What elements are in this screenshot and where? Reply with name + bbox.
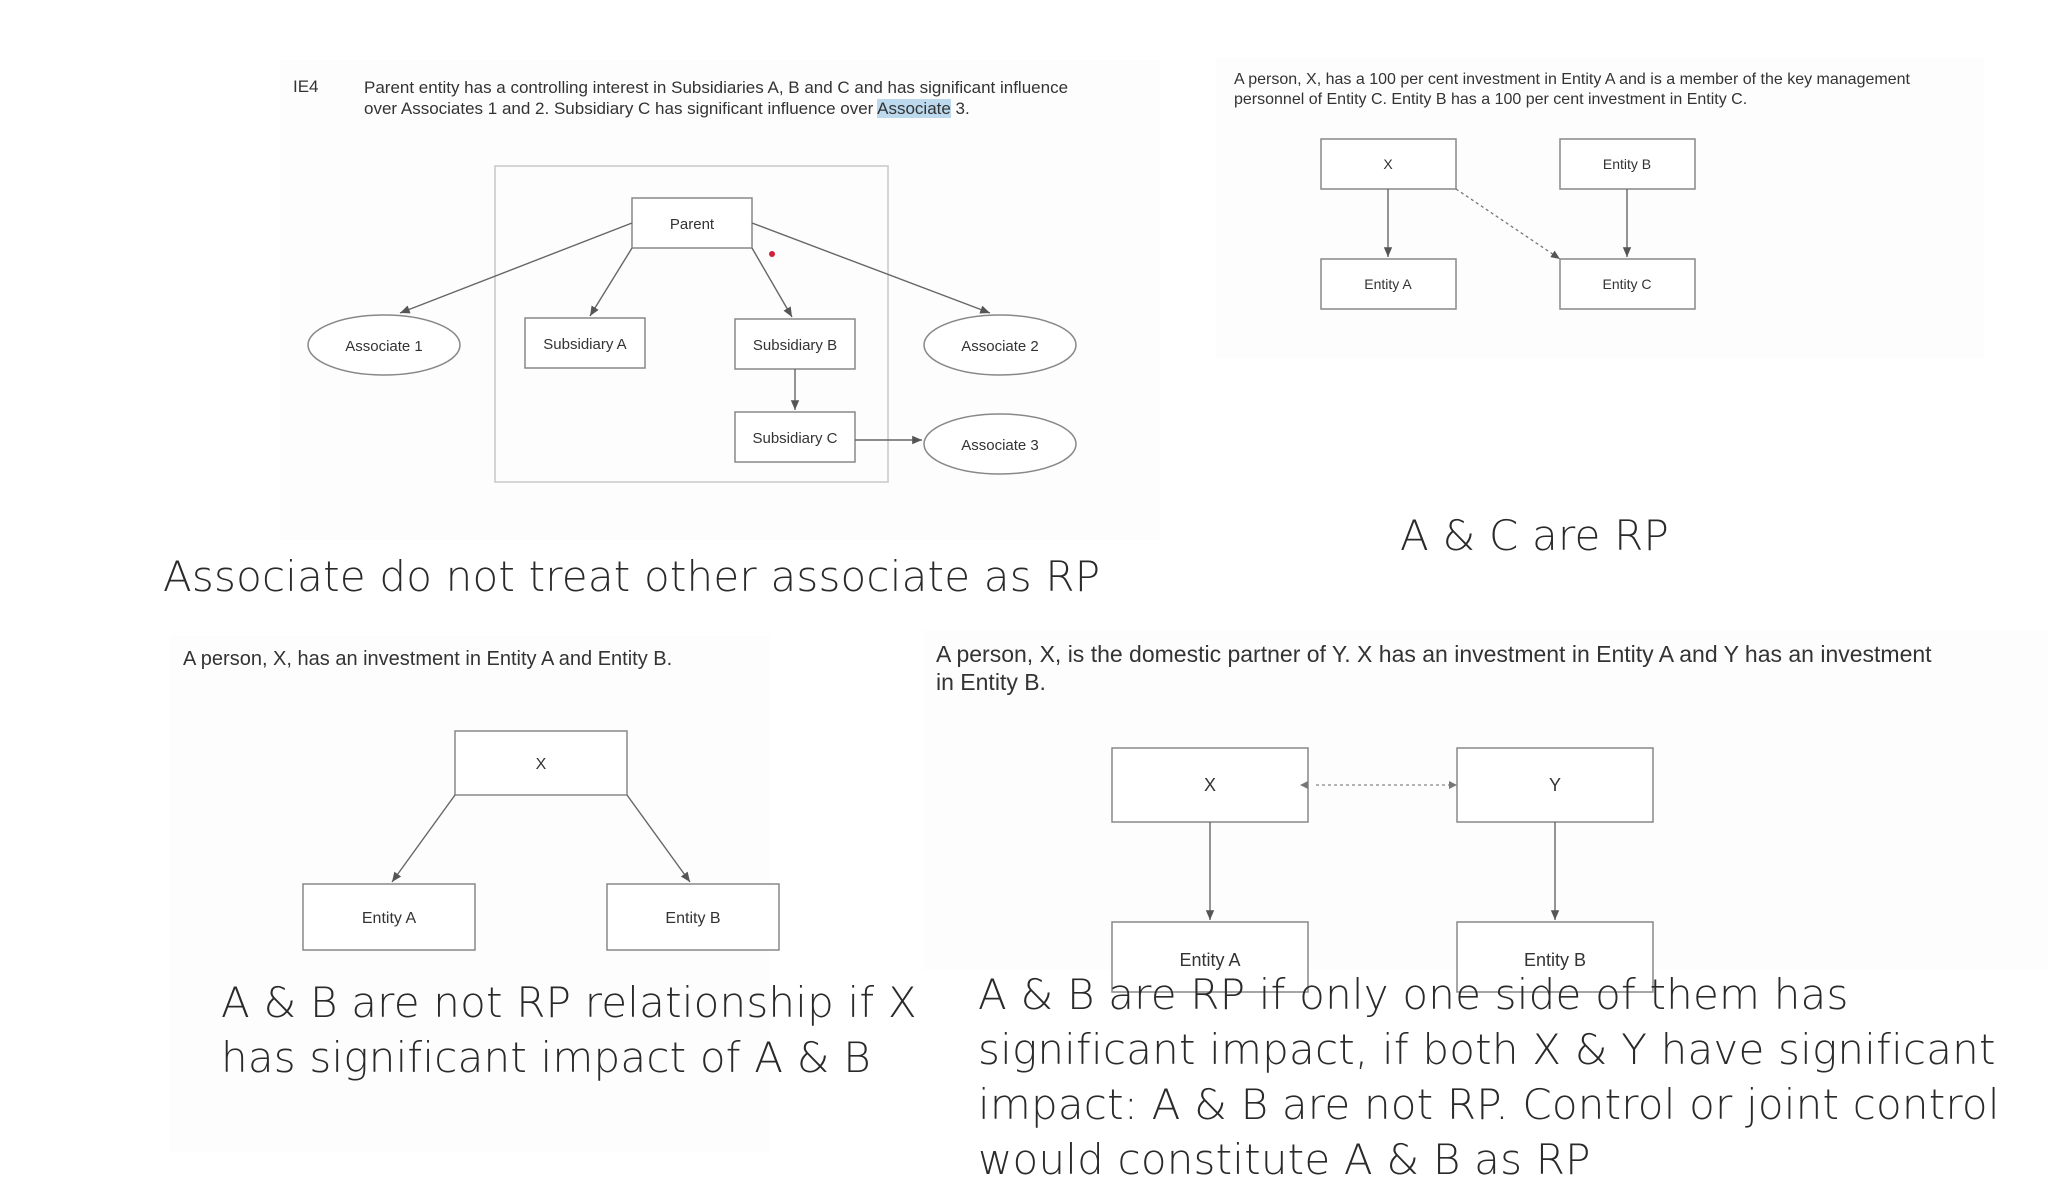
dp-caption-line1: A person, X, is the domestic partner of … (936, 641, 1932, 667)
inv-arrow-x-to-a (391, 794, 456, 883)
subsidiary-b-node: Subsidiary B (734, 318, 856, 370)
associate-2-node: Associate 2 (923, 314, 1077, 376)
km-caption-line1: A person, X, has a 100 per cent investme… (1234, 71, 1910, 88)
km-caption-line2: personnel of Entity C. Entity B has a 10… (1234, 91, 1748, 108)
dp-entity-b-label: Entity B (1524, 950, 1586, 970)
ie4-caption-line2: over Associates 1 and 2. Subsidiary C ha… (364, 99, 970, 118)
dp-y-label: Y (1549, 775, 1561, 795)
km-entity-b-node: Entity B (1559, 138, 1696, 190)
ie4-note: Associate do not treat other associate a… (163, 552, 1101, 601)
inv-entity-b-label: Entity B (665, 910, 720, 927)
km-entity-a-node: Entity A (1320, 258, 1457, 310)
red-marker-dot (769, 251, 775, 257)
dp-note-line1: A & B are RP if only one side of them ha… (978, 970, 1849, 1019)
km-caption: A person, X, has a 100 per cent investme… (1234, 70, 1910, 110)
associate-3-node: Associate 3 (923, 413, 1077, 475)
inv-caption: A person, X, has an investment in Entity… (183, 648, 673, 670)
arrow-parent-to-subsidiary-b (751, 247, 793, 318)
inv-entity-a-label: Entity A (362, 910, 417, 927)
km-dashed-arrow-x-to-c (1455, 188, 1561, 260)
km-entity-c-node: Entity C (1559, 258, 1696, 310)
subsidiary-a-label: Subsidiary A (543, 336, 626, 353)
inv-x-node: X (454, 730, 628, 796)
km-note: A & C are RP (1400, 511, 1670, 560)
km-entity-b-label: Entity B (1603, 156, 1651, 172)
km-x-node: X (1320, 138, 1457, 190)
km-entity-c-label: Entity C (1602, 276, 1651, 292)
ie4-caption: Parent entity has a controlling interest… (364, 77, 1068, 119)
inv-x-label: X (536, 756, 547, 773)
example-tag: IE4 (293, 77, 319, 96)
subsidiary-a-node: Subsidiary A (524, 317, 646, 369)
inv-note-line1: A & B are not RP relationship if X (221, 978, 917, 1027)
associate-2-label: Associate 2 (961, 338, 1039, 355)
associate-1-label: Associate 1 (345, 338, 423, 355)
inv-arrow-x-to-b (626, 794, 691, 883)
subsidiary-c-node: Subsidiary C (734, 411, 856, 463)
dp-note-line4: would constitute A & B as RP (978, 1135, 1591, 1184)
arrow-parent-to-associate-1 (399, 222, 633, 314)
subsidiary-b-label: Subsidiary B (753, 337, 837, 354)
inv-note: A & B are not RP relationship if X has s… (221, 975, 917, 1085)
dp-entity-a-node: Entity A (1111, 921, 1309, 993)
ie4-caption-line1: Parent entity has a controlling interest… (364, 78, 1069, 97)
dp-entity-a-label: Entity A (1179, 950, 1240, 970)
dp-note: A & B are RP if only one side of them ha… (978, 967, 2000, 1187)
dp-caption: A person, X, is the domestic partner of … (936, 640, 1932, 696)
group-boundary-box (494, 165, 889, 483)
dp-x-label: X (1204, 775, 1216, 795)
dp-note-line2: significant impact, if both X & Y have s… (978, 1025, 1996, 1074)
km-x-label: X (1383, 156, 1393, 172)
associate-3-label: Associate 3 (961, 437, 1039, 454)
dp-entity-b-node: Entity B (1456, 921, 1654, 993)
km-entity-a-label: Entity A (1364, 276, 1412, 292)
dp-y-node: Y (1456, 747, 1654, 823)
ie4-diagram: Parent Associate 1 Subsidiary A Subsidia… (302, 138, 1696, 993)
highlighted-word: Associate (877, 99, 951, 118)
inv-entity-b-node: Entity B (606, 883, 780, 951)
inv-note-line2: has significant impact of A & B (221, 1033, 871, 1082)
dp-caption-line2: in Entity B. (936, 669, 1046, 695)
parent-node: Parent (631, 197, 753, 249)
parent-label: Parent (670, 216, 715, 233)
arrow-parent-to-associate-2 (751, 222, 991, 314)
dp-note-line3: impact: A & B are not RP. Control or joi… (978, 1080, 2000, 1129)
arrow-parent-to-subsidiary-a (589, 247, 633, 317)
subsidiary-c-label: Subsidiary C (752, 430, 837, 447)
inv-entity-a-node: Entity A (302, 883, 476, 951)
associate-1-node: Associate 1 (307, 314, 461, 376)
dp-x-node: X (1111, 747, 1309, 823)
